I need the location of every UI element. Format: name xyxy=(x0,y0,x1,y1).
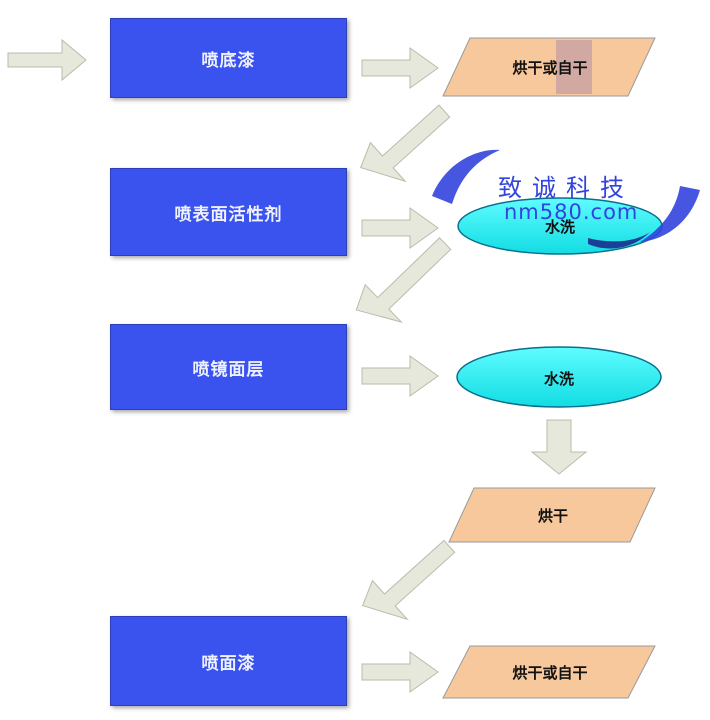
side-step-wash-2: 水洗 xyxy=(457,360,661,396)
parallelogram-dry-2 xyxy=(448,487,656,543)
watermark-swoosh-center xyxy=(588,232,650,249)
side-step-label: 烘干 xyxy=(537,506,568,525)
side-step-label: 烘干或自干 xyxy=(512,663,588,682)
side-step-label: 烘干或自干 xyxy=(512,58,588,77)
entry-arrow xyxy=(7,38,87,82)
watermark-url: nm580.com xyxy=(504,200,638,224)
parallelogram-dry-3 xyxy=(442,645,656,699)
side-step-label: 水洗 xyxy=(544,217,575,236)
diagonal-arrow-2 xyxy=(355,237,452,323)
arrow-right-1 xyxy=(361,47,439,89)
diagonal-arrow-3 xyxy=(361,539,456,621)
diagonal-arrow-1 xyxy=(359,104,451,183)
step-label: 喷表面活性剂 xyxy=(174,204,283,225)
step-spray-primer: 喷底漆 xyxy=(110,18,347,98)
side-step-dry-1: 烘干或自干 xyxy=(455,38,645,96)
arrow-down xyxy=(530,419,588,475)
ellipse-wash-2 xyxy=(456,346,662,408)
step-label: 喷底漆 xyxy=(201,50,256,71)
side-step-dry-2: 烘干 xyxy=(458,488,648,542)
watermark-text-value: 致诚科技 xyxy=(498,174,634,202)
parallelogram-dry-1 xyxy=(442,37,656,97)
watermark-swoosh-right xyxy=(640,186,700,242)
step-spray-mirror: 喷镜面层 xyxy=(110,324,347,410)
watermark-swoosh-left xyxy=(432,149,500,204)
watermark-text: 致诚科技 xyxy=(498,168,634,203)
step-spray-surfactant: 喷表面活性剂 xyxy=(110,168,347,256)
side-step-dry-3: 烘干或自干 xyxy=(455,646,645,698)
arrow-right-3 xyxy=(361,355,439,397)
side-step-label: 水洗 xyxy=(543,369,574,388)
side-step-wash-1: 水洗 xyxy=(458,208,662,244)
arrow-right-4 xyxy=(361,651,439,693)
step-label: 喷镜面层 xyxy=(192,359,265,380)
watermark-url-value: nm580.com xyxy=(504,200,639,224)
highlight-overlay xyxy=(556,40,592,94)
step-spray-topcoat: 喷面漆 xyxy=(110,616,347,706)
arrow-right-2 xyxy=(361,207,439,249)
step-label: 喷面漆 xyxy=(201,653,256,674)
